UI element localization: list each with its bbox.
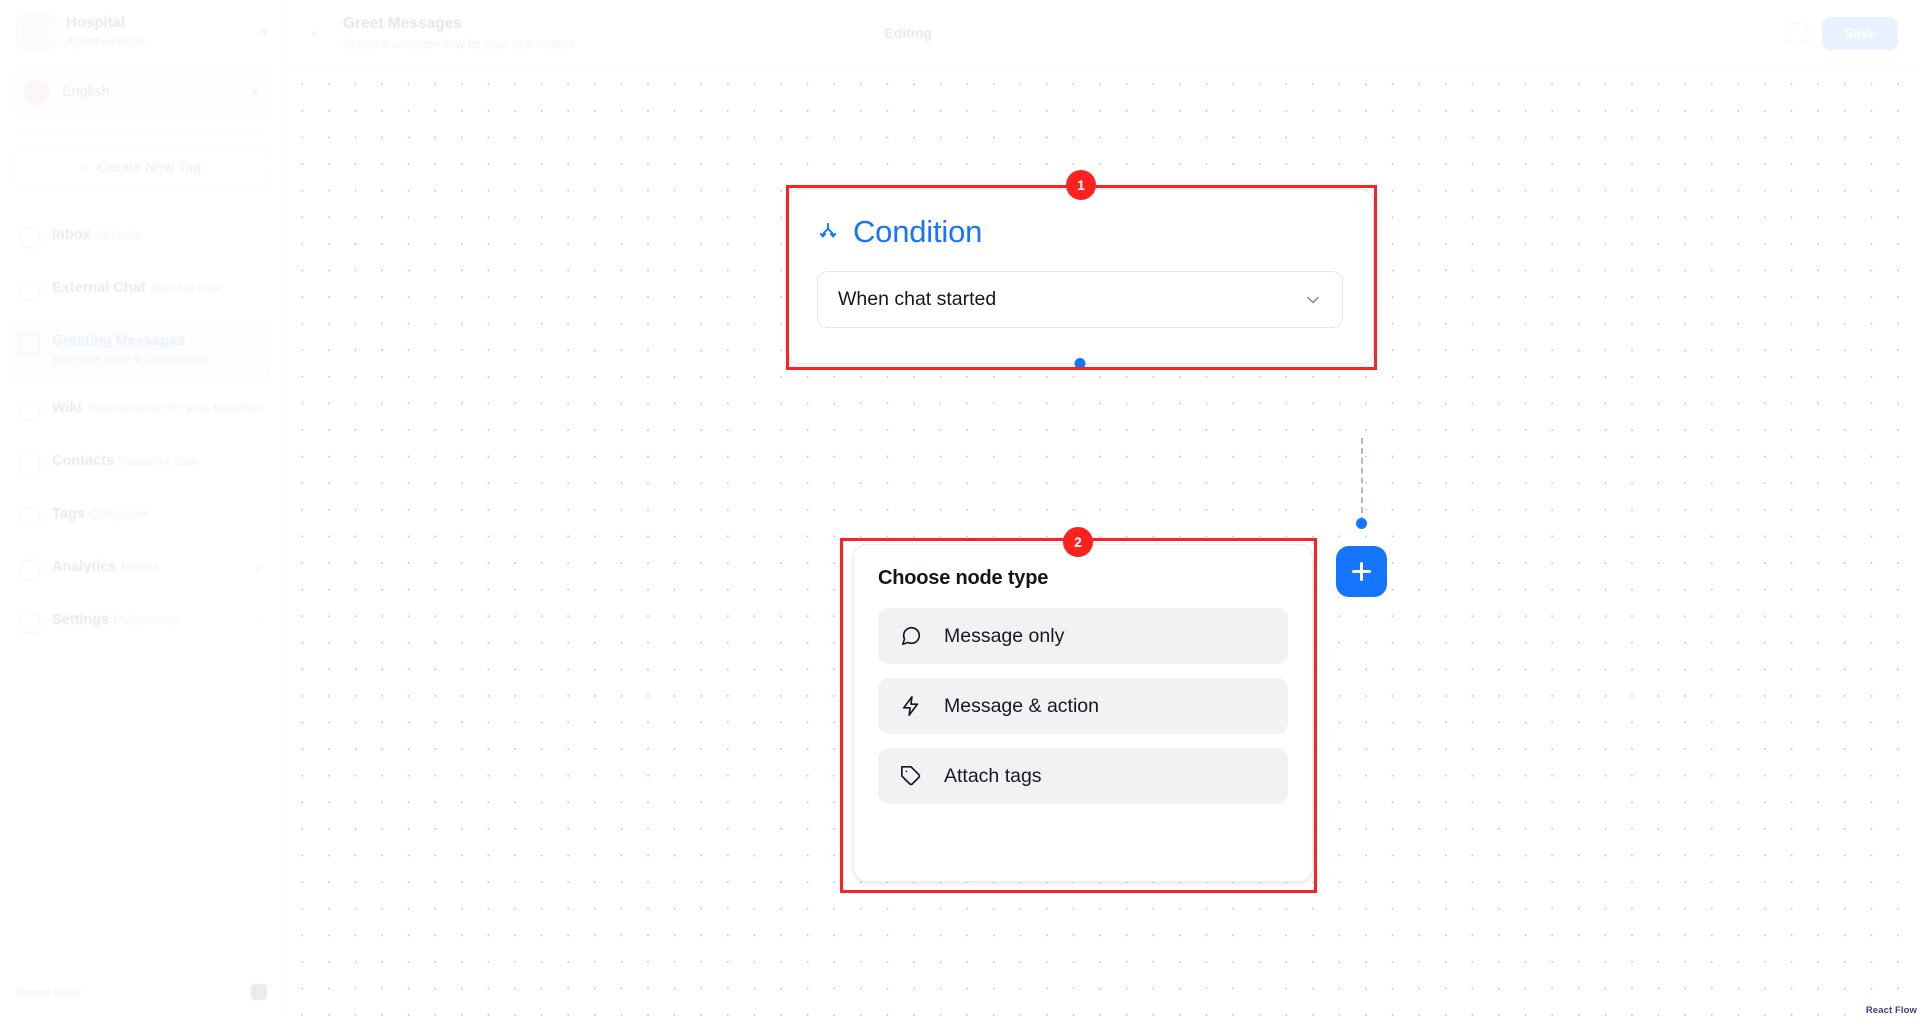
sidebar-item-inbox[interactable]: Inbox All chats bbox=[10, 215, 272, 259]
gear-icon bbox=[20, 613, 40, 634]
node-type-option-label: Message only bbox=[944, 624, 1065, 647]
edge-connector-line bbox=[1361, 438, 1363, 523]
condition-trigger-select[interactable]: When chat started bbox=[817, 271, 1343, 328]
node-type-option-label: Attach tags bbox=[944, 764, 1042, 787]
condition-node[interactable]: Condition When chat started bbox=[786, 189, 1374, 369]
workspace-title: Hospital bbox=[66, 14, 126, 31]
sidebar-item-label: Inbox bbox=[52, 227, 91, 243]
condition-node-title: Condition bbox=[853, 214, 983, 249]
sidebar-item-label: Wiki bbox=[52, 400, 82, 417]
add-node-button[interactable] bbox=[1336, 546, 1387, 597]
book-icon bbox=[20, 401, 40, 422]
contacts-icon bbox=[20, 454, 40, 475]
node-type-option-attach-tags[interactable]: Attach tags bbox=[878, 748, 1288, 804]
sidebar-item-sub: Preferences bbox=[113, 613, 179, 628]
workspace-subtitle: Agent website bbox=[66, 34, 145, 49]
sidebar-item-external-chat[interactable]: External Chat Agent to chat bbox=[10, 268, 272, 312]
chat-icon bbox=[20, 281, 40, 301]
flow-canvas[interactable]: Condition When chat started Choose node … bbox=[283, 68, 1920, 1018]
settings-icon[interactable] bbox=[1786, 23, 1807, 43]
create-new-tag-label: Create New Tag bbox=[97, 160, 202, 176]
sidebar-item-label: External Chat bbox=[52, 280, 146, 296]
sidebar-item-wiki[interactable]: Wiki Training center for your fingertips bbox=[10, 388, 272, 432]
chevron-down-icon[interactable]: ▾ bbox=[251, 84, 258, 99]
workspace-switcher[interactable]: Hospital Agent website ▾ bbox=[0, 0, 282, 64]
sidebar-item-sub: All chats bbox=[95, 228, 141, 242]
analytics-icon bbox=[20, 560, 40, 581]
chevron-right-icon: > bbox=[254, 614, 262, 629]
edge-target-handle[interactable] bbox=[1356, 518, 1367, 529]
sidebar-footer: Demo User bbox=[0, 968, 283, 1018]
sidebar-item-sub: Welcome logic & introduction bbox=[52, 352, 207, 367]
react-flow-attribution[interactable]: React Flow bbox=[1860, 1004, 1920, 1018]
message-bubble-icon bbox=[900, 625, 922, 647]
node-type-panel-title: Choose node type bbox=[878, 567, 1049, 589]
sidebar-item-settings[interactable]: Settings Preferences > bbox=[10, 600, 272, 644]
chevron-down-icon[interactable]: ▾ bbox=[260, 23, 268, 40]
node-type-panel: Choose node type Message only Message & … bbox=[853, 544, 1313, 882]
node-type-option-label: Message & action bbox=[944, 694, 1100, 717]
node-type-option-message-action[interactable]: Message & action bbox=[878, 678, 1288, 734]
chevron-left-icon[interactable]: ‹ bbox=[311, 24, 317, 42]
logout-icon[interactable] bbox=[251, 984, 267, 1000]
plus-icon bbox=[1360, 562, 1363, 581]
condition-node-header: Condition bbox=[817, 216, 1343, 247]
workspace-text: Hospital Agent website bbox=[66, 14, 249, 50]
sidebar-item-label: Analytics bbox=[52, 559, 117, 576]
sidebar: Hospital Agent website ▾ English ▾ + Cre… bbox=[0, 0, 283, 1018]
sidebar-item-sub: Categorize bbox=[89, 507, 148, 522]
node-output-handle[interactable] bbox=[1074, 358, 1086, 369]
sidebar-item-sub: Metrics bbox=[120, 560, 160, 575]
sidebar-item-label: Contacts bbox=[52, 453, 115, 470]
sidebar-divider bbox=[14, 130, 268, 131]
sidebar-item-tags[interactable]: Tags Categorize bbox=[10, 494, 272, 538]
language-selector[interactable]: English ▾ bbox=[12, 68, 270, 116]
sidebar-nav: Inbox All chats External Chat Agent to c… bbox=[0, 215, 282, 644]
sidebar-item-analytics[interactable]: Analytics Metrics > bbox=[10, 547, 272, 591]
sidebar-item-sub: Agent to chat bbox=[149, 281, 221, 295]
lightning-bolt-icon bbox=[900, 695, 922, 717]
message-icon bbox=[20, 334, 40, 354]
sidebar-item-greeting-messages[interactable]: Greeting Messages Welcome logic & introd… bbox=[10, 321, 272, 380]
sidebar-item-label: Settings bbox=[52, 612, 110, 629]
page-subtitle: Create a welcome flow for your new visit… bbox=[343, 36, 575, 51]
sidebar-footer-user: Demo User bbox=[16, 984, 82, 1000]
sidebar-item-sub: Training center for your fingertips bbox=[86, 401, 262, 416]
annotation-badge-1: 1 bbox=[1066, 170, 1096, 200]
language-label: English bbox=[62, 84, 110, 100]
annotation-badge-2: 2 bbox=[1063, 527, 1093, 557]
create-new-tag-button[interactable]: + Create New Tag bbox=[14, 147, 268, 189]
sidebar-item-label: Greeting Messages bbox=[52, 333, 185, 349]
header-titles: Greet Messages Create a welcome flow for… bbox=[343, 15, 574, 51]
split-branch-icon bbox=[817, 221, 839, 243]
page-title: Greet Messages bbox=[343, 15, 462, 33]
plus-icon: + bbox=[80, 159, 90, 177]
tag-icon bbox=[900, 765, 922, 787]
workspace-logo-icon bbox=[16, 13, 54, 51]
sidebar-item-label: Tags bbox=[52, 506, 85, 523]
tag-icon bbox=[20, 507, 40, 528]
chevron-down-icon[interactable] bbox=[1302, 289, 1324, 311]
inbox-icon bbox=[20, 228, 40, 248]
condition-trigger-value: When chat started bbox=[838, 288, 997, 310]
page-header: ‹ Greet Messages Create a welcome flow f… bbox=[283, 0, 1920, 67]
flag-icon bbox=[24, 79, 50, 105]
node-type-option-message-only[interactable]: Message only bbox=[878, 608, 1288, 664]
header-middle-label: Editing bbox=[884, 25, 932, 41]
sidebar-item-sub: Customer data bbox=[118, 454, 198, 469]
sidebar-item-contacts[interactable]: Contacts Customer data bbox=[10, 441, 272, 485]
chevron-right-icon: > bbox=[254, 561, 262, 576]
header-actions: Save bbox=[1786, 16, 1898, 50]
save-button[interactable]: Save bbox=[1822, 16, 1898, 50]
